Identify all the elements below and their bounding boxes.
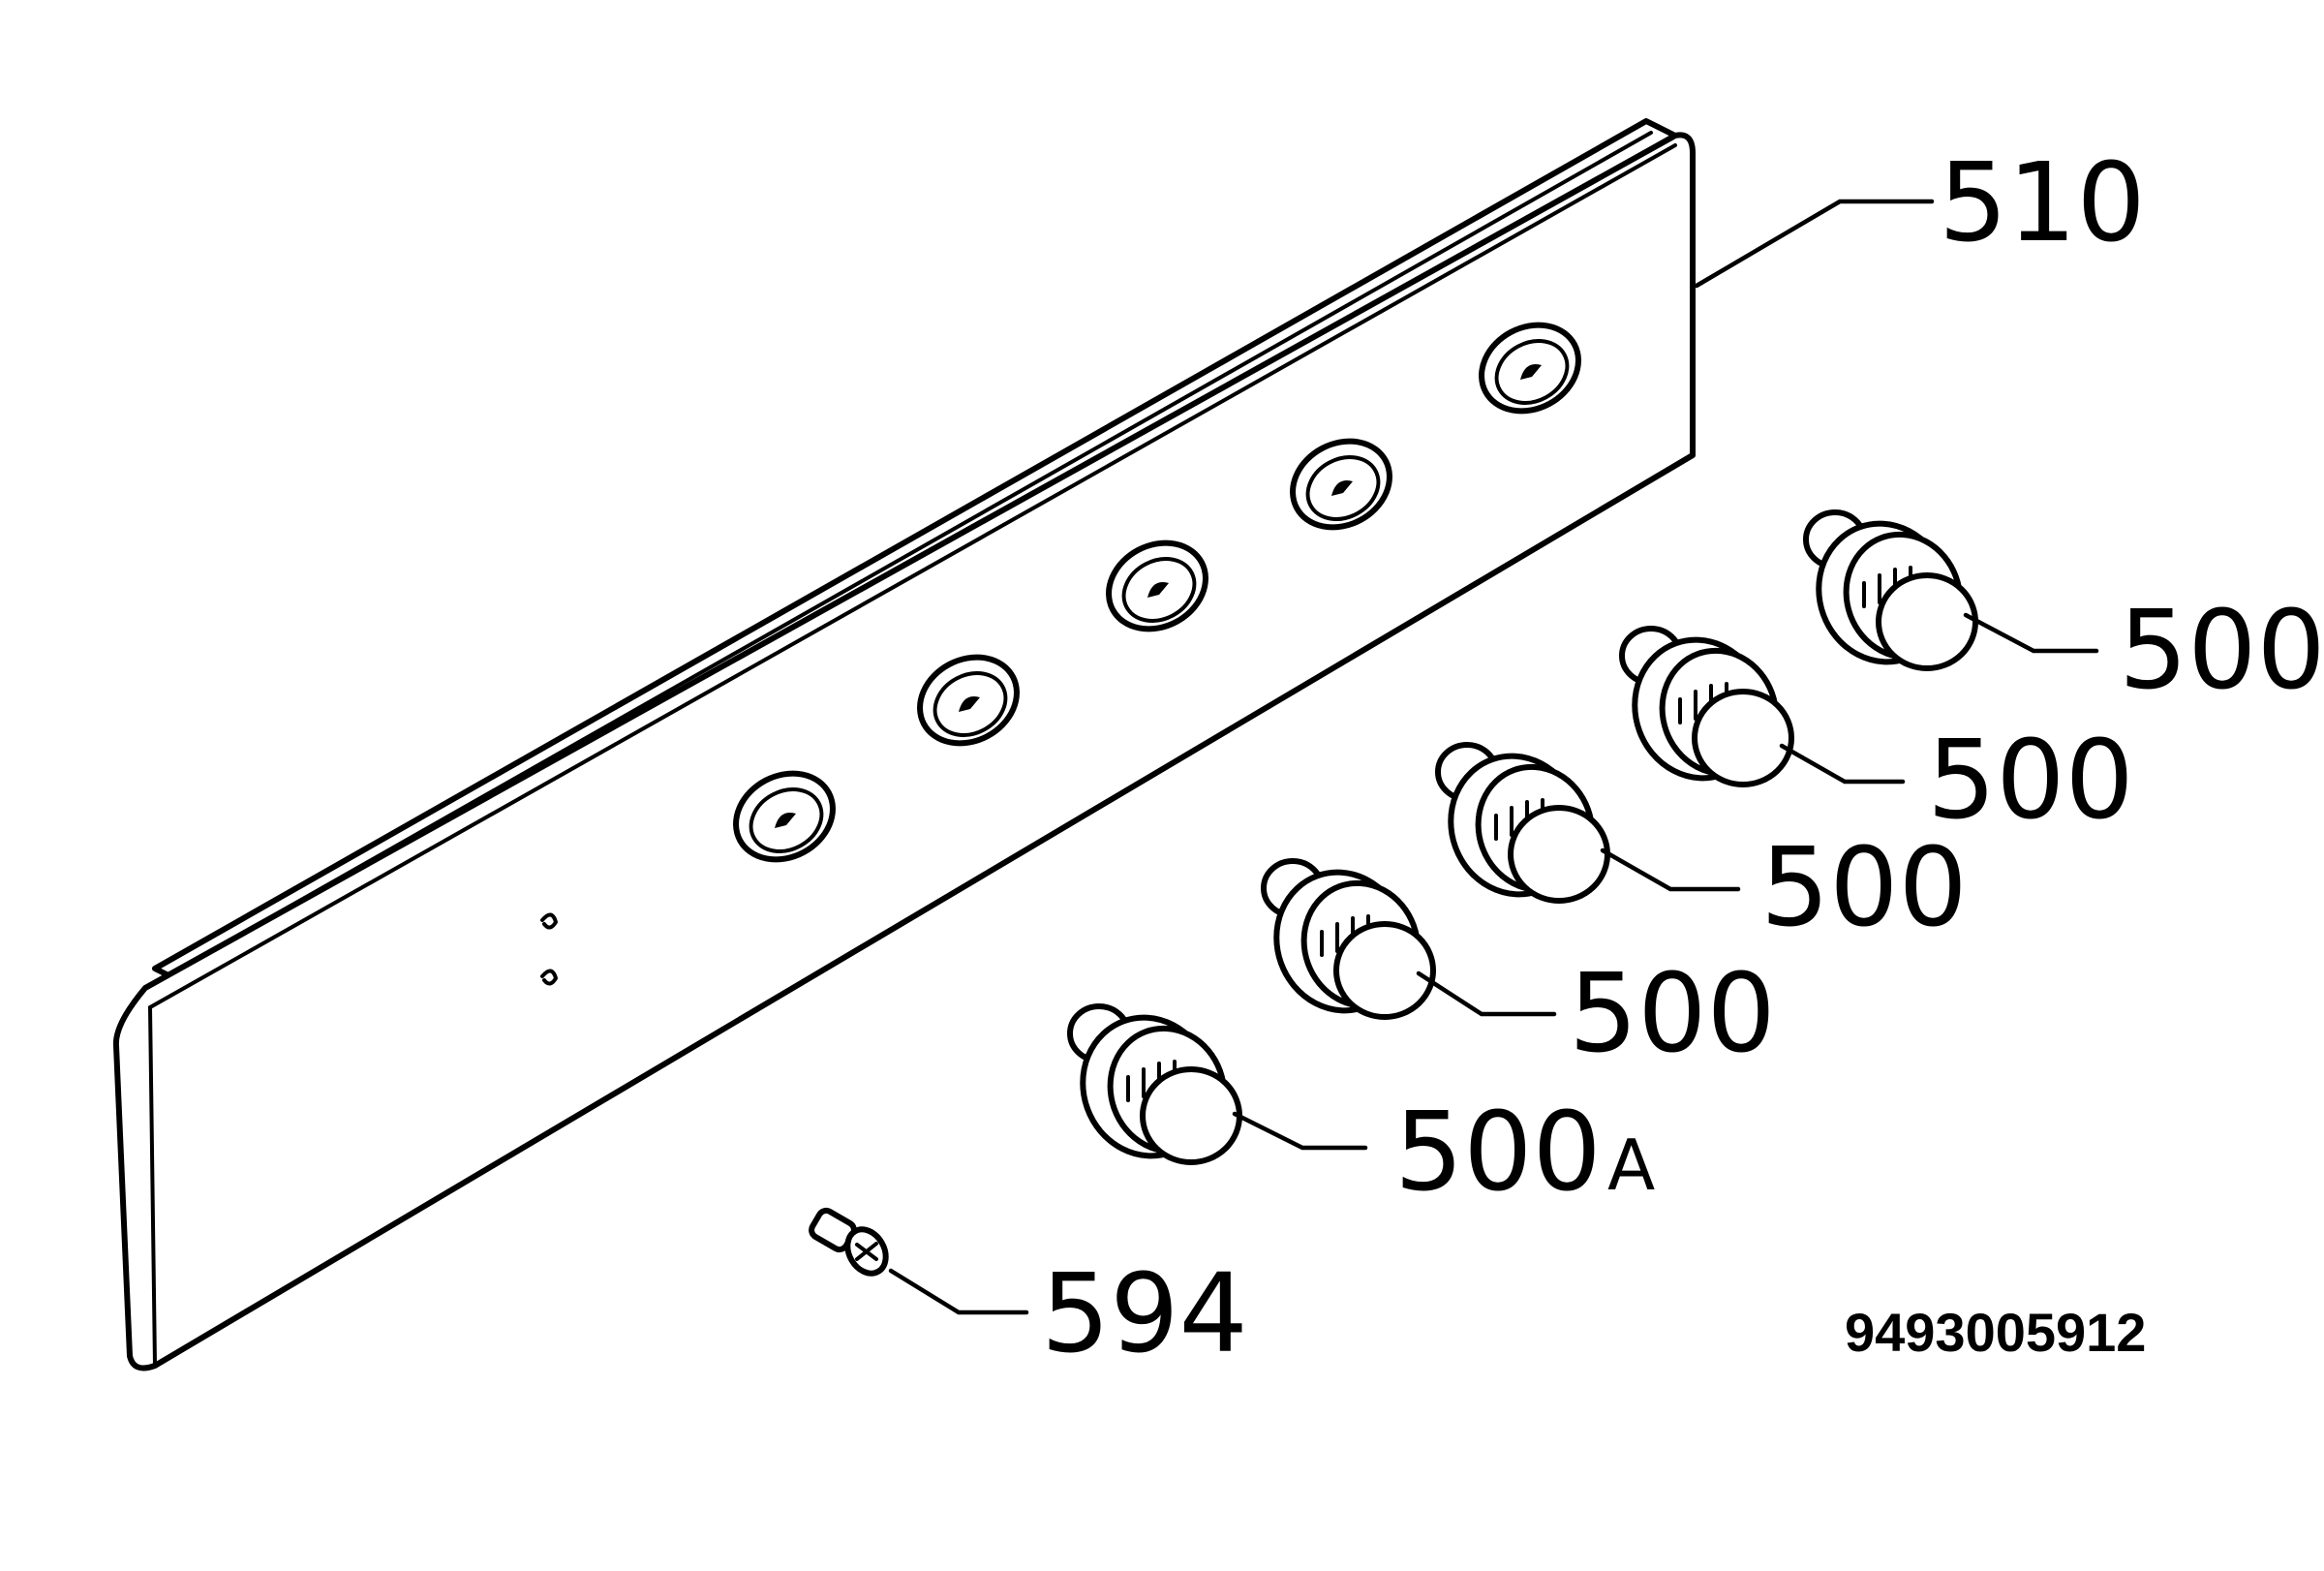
leader-lines [888, 199, 2099, 1315]
panel-knob-hole-2 [917, 654, 1020, 747]
knob-500-4 [1803, 509, 1978, 671]
leader-500-3 [1779, 743, 1906, 785]
panel-knob-hole-3 [1106, 539, 1208, 632]
leader-500a [1232, 1111, 1368, 1151]
control-panel-510 [112, 118, 1696, 1371]
leader-500-2 [1600, 847, 1741, 892]
screw-594 [809, 1207, 889, 1277]
knob-500-3 [1619, 626, 1794, 787]
panel-knob-hole-5 [1479, 322, 1581, 415]
document-number: 9493005912 [1845, 1302, 2146, 1363]
callout-500-3: 500 [1927, 718, 2134, 844]
leader-500-1 [1416, 970, 1557, 1017]
callout-labels: 510 500 500 500 500 500 A 594 9493005912 [1041, 140, 2324, 1377]
panel-small-holes [540, 912, 558, 986]
panel-knob-hole-1 [733, 770, 836, 863]
leader-500-4 [1963, 612, 2099, 654]
callout-510: 510 [1939, 140, 2146, 266]
panel-knob-hole-4 [1290, 438, 1392, 531]
knob-500a [1067, 1003, 1242, 1165]
callout-500-1: 500 [1569, 951, 1776, 1077]
knobs-group [1067, 509, 1978, 1165]
leader-510 [1694, 199, 1935, 289]
callout-500-4: 500 [2119, 588, 2324, 714]
callout-594: 594 [1041, 1251, 1248, 1377]
callout-500a: 500 [1394, 1090, 1602, 1216]
knob-500-1 [1261, 858, 1436, 1020]
callout-500-2: 500 [1760, 825, 1968, 951]
callout-500a-suffix: A [1607, 1124, 1655, 1206]
knob-500-2 [1435, 742, 1610, 904]
leader-594 [888, 1268, 1029, 1315]
